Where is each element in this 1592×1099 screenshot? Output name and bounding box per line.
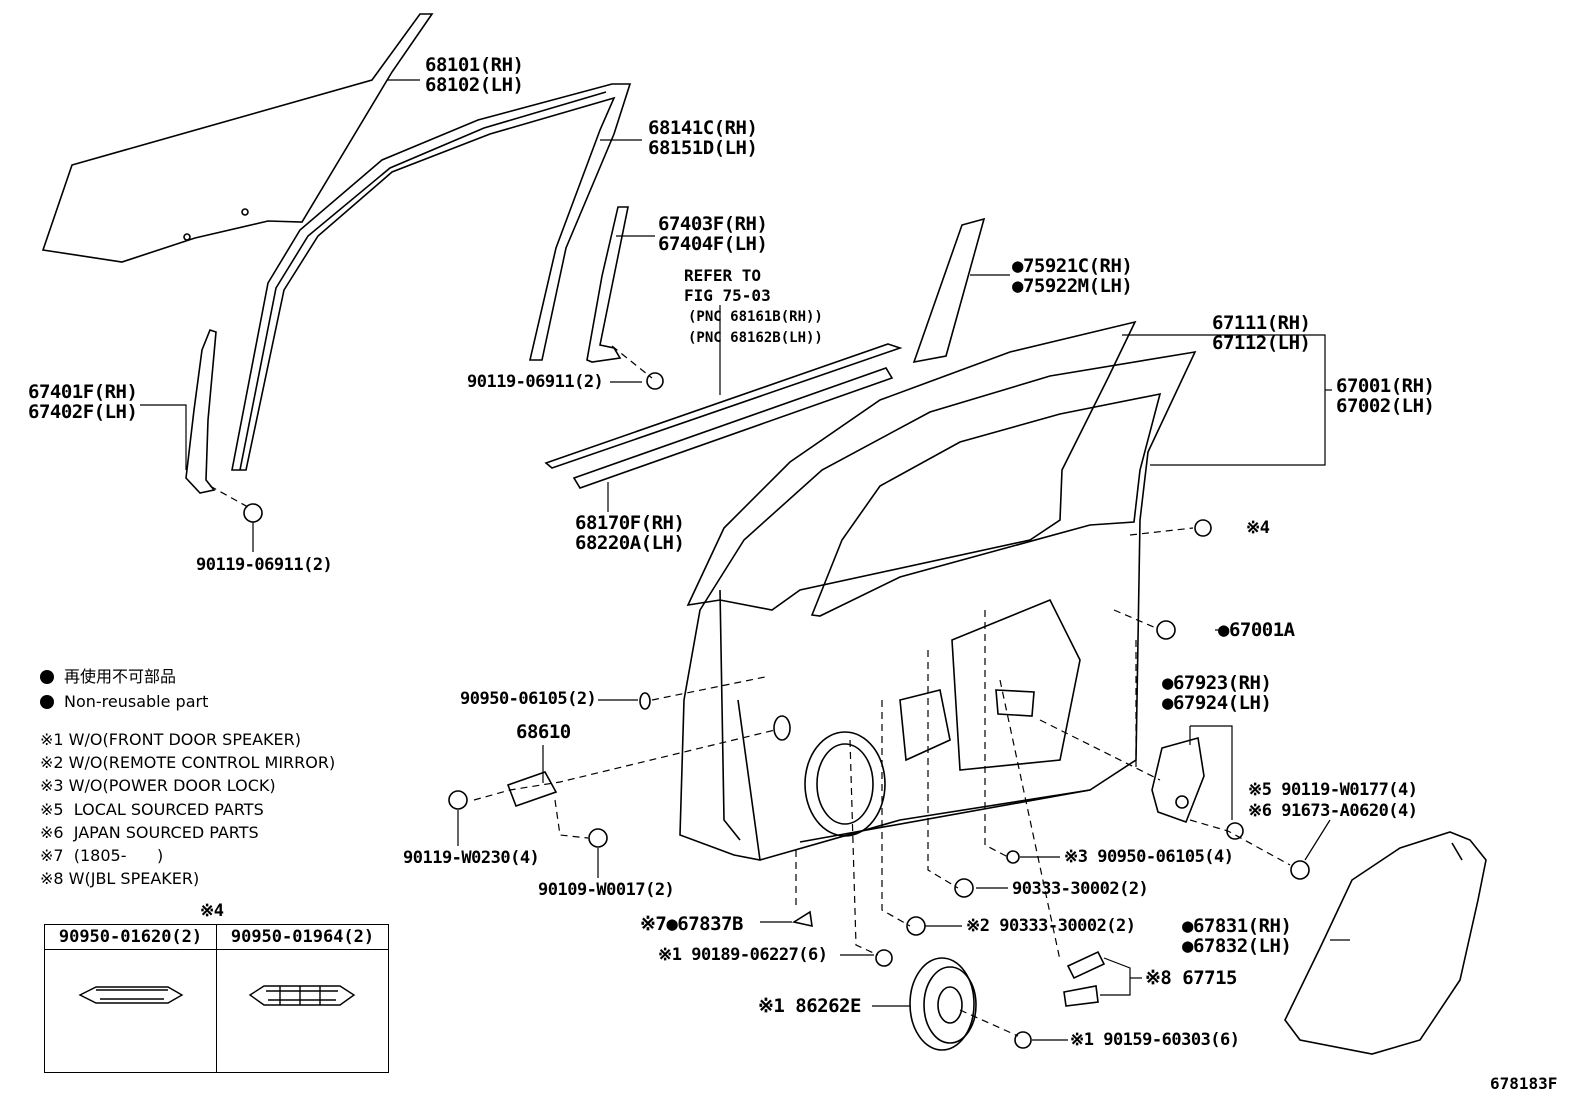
label-screw-x1-60303: ※1 90159-60303(6): [1070, 1030, 1240, 1050]
legend-note-3: ※3 W/O(POWER DOOR LOCK): [40, 776, 276, 795]
label-plug-x3: ※3 90950-06105(4): [1064, 847, 1234, 867]
dashed-install-lines: [209, 345, 1291, 1037]
label-bolt-w0230: 90119-W0230(4): [403, 848, 540, 868]
label-rear-division-lh: 67404F(LH): [658, 233, 768, 255]
label-glass-rh: 68101(RH): [425, 54, 524, 76]
clip-table-cell1: [44, 949, 217, 1073]
door-seal: [1151, 736, 1205, 824]
bullet-icon: [40, 670, 54, 684]
label-service-cover-lh: ●67832(LH): [1182, 935, 1292, 957]
legend-note-1: ※1 W/O(FRONT DOOR SPEAKER): [40, 730, 301, 749]
label-stripe-lh: ●75922M(LH): [1012, 275, 1133, 297]
legend-note-7: ※7 (1805- ): [40, 846, 164, 865]
label-67837b: ※7●67837B: [640, 913, 743, 935]
label-plug-x2: ※2 90333-30002(2): [966, 916, 1136, 936]
door-glass: [41, 13, 434, 263]
label-bolt-upper: 90119-06911(2): [467, 372, 604, 392]
label-nut-x6: ※6 91673-A0620(4): [1248, 801, 1418, 821]
label-frame-lh: 67112(LH): [1212, 332, 1311, 354]
label-stripe-rh: ●75921C(RH): [1012, 255, 1133, 277]
rear-division-bar: [586, 206, 629, 363]
label-weatherstrip-rh: 68170F(RH): [575, 512, 685, 534]
glass-run-channel: [231, 83, 632, 471]
label-weatherstrip-lh: 68220A(LH): [575, 532, 685, 554]
label-frame-rh: 67111(RH): [1212, 312, 1311, 334]
label-refer-pnc-rh: (PNC 68161B(RH)): [688, 309, 823, 325]
label-seal-rh: ●67923(RH): [1162, 672, 1272, 694]
label-door-panel-rh: 67001(RH): [1336, 375, 1435, 397]
front-division-bar: [185, 329, 217, 494]
label-glass-lh: 68102(LH): [425, 74, 524, 96]
label-plug-90950: 90950-06105(2): [460, 689, 597, 709]
bullet-icon: [40, 695, 54, 709]
label-refer-fig: FIG 75-03: [684, 286, 771, 305]
legend-note-6: ※6 JAPAN SOURCED PARTS: [40, 823, 259, 842]
clip-table-title: ※4: [200, 901, 224, 921]
label-clip-x4: ※4: [1246, 518, 1270, 538]
belt-weatherstrip: [544, 343, 903, 489]
label-67001a: ●67001A: [1218, 619, 1295, 641]
service-hole-cover: [1284, 831, 1487, 1055]
label-bolt-lower: 90119-06911(2): [196, 555, 333, 575]
label-refer-pnc-lh: (PNC 68162B(LH)): [688, 330, 823, 346]
label-plug-30002: 90333-30002(2): [1012, 879, 1149, 899]
label-screw-x5: ※5 90119-W0177(4): [1248, 780, 1418, 800]
label-speaker: ※1 86262E: [758, 995, 861, 1017]
speaker: [909, 957, 977, 1051]
label-seal-lh: ●67924(LH): [1162, 692, 1272, 714]
fastener-shapes: [243, 372, 1310, 1049]
clip-table-cell2: [216, 949, 389, 1073]
label-rear-division-rh: 67403F(RH): [658, 213, 768, 235]
label-run-channel-lh: 68151D(LH): [648, 137, 758, 159]
legend-non-reusable-en: Non-reusable part: [40, 692, 208, 712]
label-front-division-rh: 67401F(RH): [28, 381, 138, 403]
clip-table-col1: 90950-01620(2): [44, 924, 217, 950]
figure-id: 678183F: [1490, 1074, 1558, 1093]
label-68610: 68610: [516, 721, 571, 743]
leader-lines: [140, 79, 1350, 1041]
legend-non-reusable-jp: 再使用不可部品: [40, 667, 176, 687]
label-refer-to: REFER TO: [684, 266, 762, 285]
label-front-division-lh: 67402F(LH): [28, 401, 138, 423]
legend-note-5: ※5 LOCAL SOURCED PARTS: [40, 800, 264, 819]
label-door-panel-lh: 67002(LH): [1336, 395, 1435, 417]
clip-table-col2: 90950-01964(2): [216, 924, 389, 950]
label-pad-67715: ※8 67715: [1145, 967, 1238, 989]
label-bolt-x1-06227: ※1 90189-06227(6): [658, 945, 828, 965]
legend-note-2: ※2 W/O(REMOTE CONTROL MIRROR): [40, 753, 336, 772]
label-bolt-w0017: 90109-W0017(2): [538, 880, 675, 900]
label-service-cover-rh: ●67831(RH): [1182, 915, 1292, 937]
door-stripe: [912, 217, 986, 364]
label-run-channel-rh: 68141C(RH): [648, 117, 758, 139]
legend-note-8: ※8 W(JBL SPEAKER): [40, 869, 200, 888]
clip-table: 90950-01620(2) 90950-01964(2): [44, 924, 389, 1073]
door-panel: [679, 320, 1197, 861]
